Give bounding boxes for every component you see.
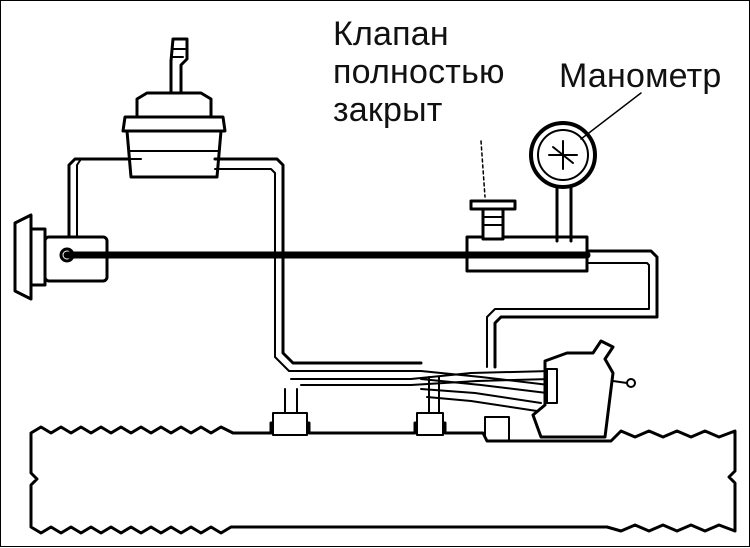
valve-housing: [484, 339, 636, 442]
rack-housing: [29, 412, 737, 535]
pipe-bundle: [284, 370, 552, 414]
gear-supply-line: [486, 249, 659, 369]
valve-label-line3: закрыт: [333, 91, 443, 129]
reservoir-lines: [67, 157, 423, 372]
valve-manifold: [463, 199, 591, 273]
pressure-gauge: [529, 121, 597, 243]
valve-label-line2: полностью: [333, 53, 505, 91]
pump-pulley: [13, 213, 109, 301]
gauge-label: Манометр: [559, 57, 722, 95]
valve-label-line1: Клапан: [333, 15, 449, 53]
label-leaders: [480, 92, 642, 198]
reservoir-tank: [121, 37, 227, 179]
valve-closed-label: Клапан полностью закрыт: [333, 15, 505, 129]
